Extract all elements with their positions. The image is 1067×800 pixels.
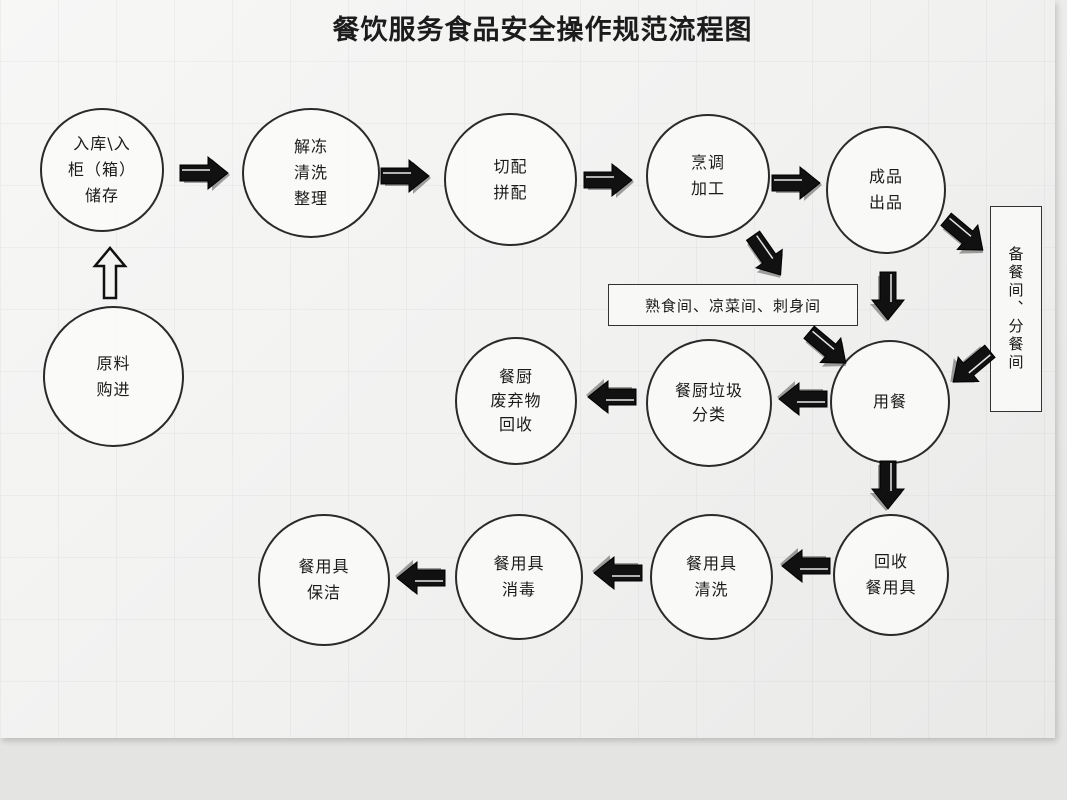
node-disinfect-utensils: 餐用具 消毒 [455,514,583,640]
node-clean-line-1: 餐用具 [298,557,350,576]
arrow-cut-to-cook [583,163,635,199]
arrow-finished-to-dining [869,271,905,323]
arrow-finished-to-serving-room [933,206,996,266]
arrow-special-rooms-to-dining [796,319,859,379]
node-wash-line-2: 清洗 [694,580,729,599]
node-clean-utensils: 餐用具 保洁 [258,514,390,646]
arrow-disinfect-to-clean [394,559,446,595]
node-cook: 烹调 加工 [646,114,770,238]
arrow-cook-to-finished [771,166,823,202]
node-cook-line-2: 加工 [690,179,725,198]
node-sort-line-1: 餐厨垃圾 [674,381,743,400]
diagram-sheet: 餐饮服务食品安全操作规范流程图 入库\入 柜（箱） 储存 解冻 清洗 整理 切配… [0,0,1055,738]
node-disinfect-line-2: 消毒 [501,580,536,599]
arrow-wash-to-disinfect [591,554,643,590]
arrow-dining-to-collect [869,460,905,512]
arrow-thaw-to-cut [380,159,432,195]
node-dining: 用餐 [830,340,950,464]
arrow-dining-to-sorting [776,380,828,416]
node-disinfect-line-1: 餐用具 [493,554,545,573]
node-thaw-line-2: 清洗 [293,163,328,182]
arrow-serving-room-to-dining [939,336,1001,397]
serving-room-label: 备餐间、分餐间 [990,206,1042,412]
node-waste-line-2: 废弃物 [490,391,542,410]
node-waste-line-1: 餐厨 [498,367,533,386]
node-cut-line-1: 切配 [493,156,528,176]
serving-room-text: 备餐间、分餐间 [1006,246,1025,372]
node-thaw-line-1: 解冻 [293,137,328,156]
node-storage: 入库\入 柜（箱） 储存 [40,108,164,232]
node-collect-line-1: 回收 [873,552,908,571]
node-wash-utensils: 餐用具 清洗 [650,514,773,640]
flow-arrows [93,156,1001,595]
node-cook-line-1: 烹调 [690,153,725,172]
node-finished-line-1: 成品 [868,167,903,186]
arrow-storage-to-thaw [179,156,231,192]
node-clean-line-2: 保洁 [306,583,341,602]
node-finished-product: 成品 出品 [826,126,946,254]
arrow-collect-to-wash [779,547,831,583]
node-collect-utensils: 回收 餐用具 [833,514,949,636]
node-purchase-line-1: 原料 [96,353,131,373]
node-raw-purchase: 原料 购进 [43,306,184,447]
node-cut-line-2: 拼配 [493,182,528,202]
arrow-sorting-to-waste [585,378,637,414]
node-sort-line-2: 分类 [691,405,726,424]
node-waste-recycle: 餐厨 废弃物 回收 [455,337,577,465]
special-rooms-label: 熟食间、凉菜间、刺身间 [608,284,858,326]
arrow-cook-to-special-rooms [737,225,796,288]
node-wash-line-1: 餐用具 [685,554,737,573]
node-thaw-wash: 解冻 清洗 整理 [242,108,380,238]
node-cut-match: 切配 拼配 [444,113,577,246]
node-waste-sorting: 餐厨垃圾 分类 [646,339,772,467]
node-collect-line-2: 餐用具 [865,578,917,597]
node-storage-line-3: 储存 [84,186,119,205]
node-storage-line-2: 柜（箱） [67,160,136,179]
node-finished-line-2: 出品 [868,193,903,212]
node-dining-line-1: 用餐 [872,392,907,411]
diagram-title: 餐饮服务食品安全操作规范流程图 [332,15,753,46]
node-thaw-line-3: 整理 [293,189,328,208]
arrow-purchase-to-storage [93,246,127,300]
node-storage-line-1: 入库\入 [73,134,131,153]
node-purchase-line-2: 购进 [96,379,131,399]
node-waste-line-3: 回收 [498,415,533,434]
